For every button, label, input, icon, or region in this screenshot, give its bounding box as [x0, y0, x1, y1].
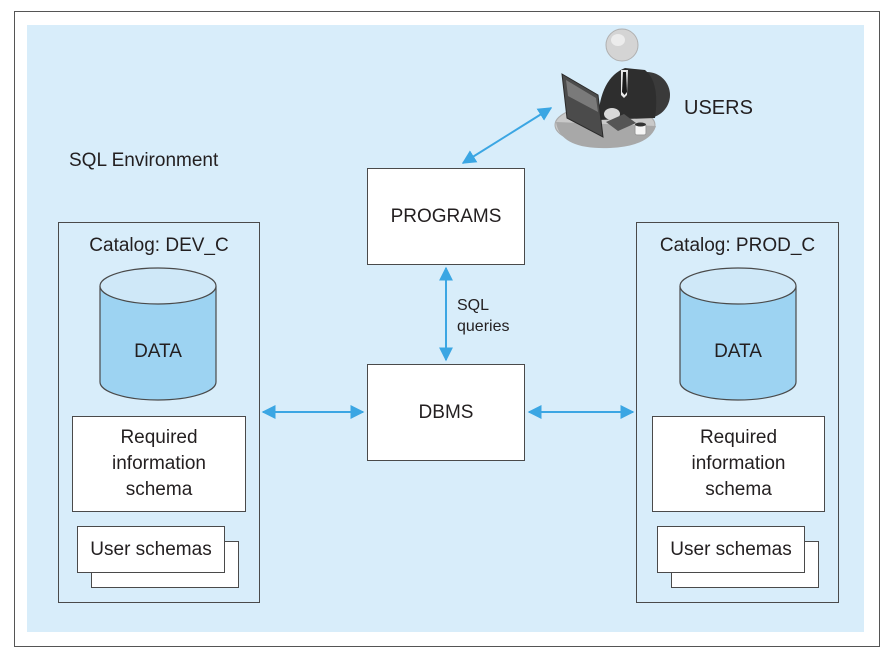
- catalog-dev-c[interactable]: Catalog: DEV_C: [58, 222, 260, 603]
- info-schema-line3: schema: [125, 479, 193, 500]
- info-schema-line2: information: [691, 453, 786, 474]
- user-schemas-label: User schemas: [90, 538, 212, 560]
- sql-queries-line2: queries: [457, 318, 510, 335]
- dev-c-user-schemas-box[interactable]: User schemas: [77, 526, 225, 573]
- catalog-prod-c[interactable]: Catalog: PROD_C: [636, 222, 839, 603]
- user-at-computer-icon: [554, 28, 670, 149]
- dbms-label: DBMS: [418, 401, 474, 423]
- catalog-title: Catalog: PROD_C: [659, 235, 816, 256]
- info-schema-line3: schema: [705, 479, 772, 500]
- programs-label: PROGRAMS: [390, 205, 502, 227]
- prod-c-user-schemas-box[interactable]: User schemas: [657, 526, 805, 573]
- info-schema-line1: Required: [120, 427, 198, 448]
- catalog-title: Catalog: DEV_C: [89, 235, 229, 256]
- user-schemas-label: User schemas: [670, 538, 792, 560]
- dbms-box[interactable]: DBMS: [367, 364, 525, 461]
- prod-c-info-schema-box[interactable]: Required information schema: [652, 416, 825, 512]
- sql-environment-label: SQL Environment: [69, 150, 219, 171]
- dev-c-data-label: DATA: [134, 341, 182, 362]
- prod-c-data-label: DATA: [714, 341, 762, 362]
- info-schema-line2: information: [112, 453, 206, 474]
- arrow-users-programs: [461, 107, 553, 164]
- sql-queries-line1: SQL: [457, 297, 490, 314]
- programs-box[interactable]: PROGRAMS: [367, 168, 525, 265]
- dev-c-info-schema-box[interactable]: Required information schema: [72, 416, 246, 512]
- users-label: USERS: [684, 97, 753, 119]
- info-schema-line1: Required: [699, 427, 778, 448]
- sql-queries-label: SQL queries: [457, 295, 509, 337]
